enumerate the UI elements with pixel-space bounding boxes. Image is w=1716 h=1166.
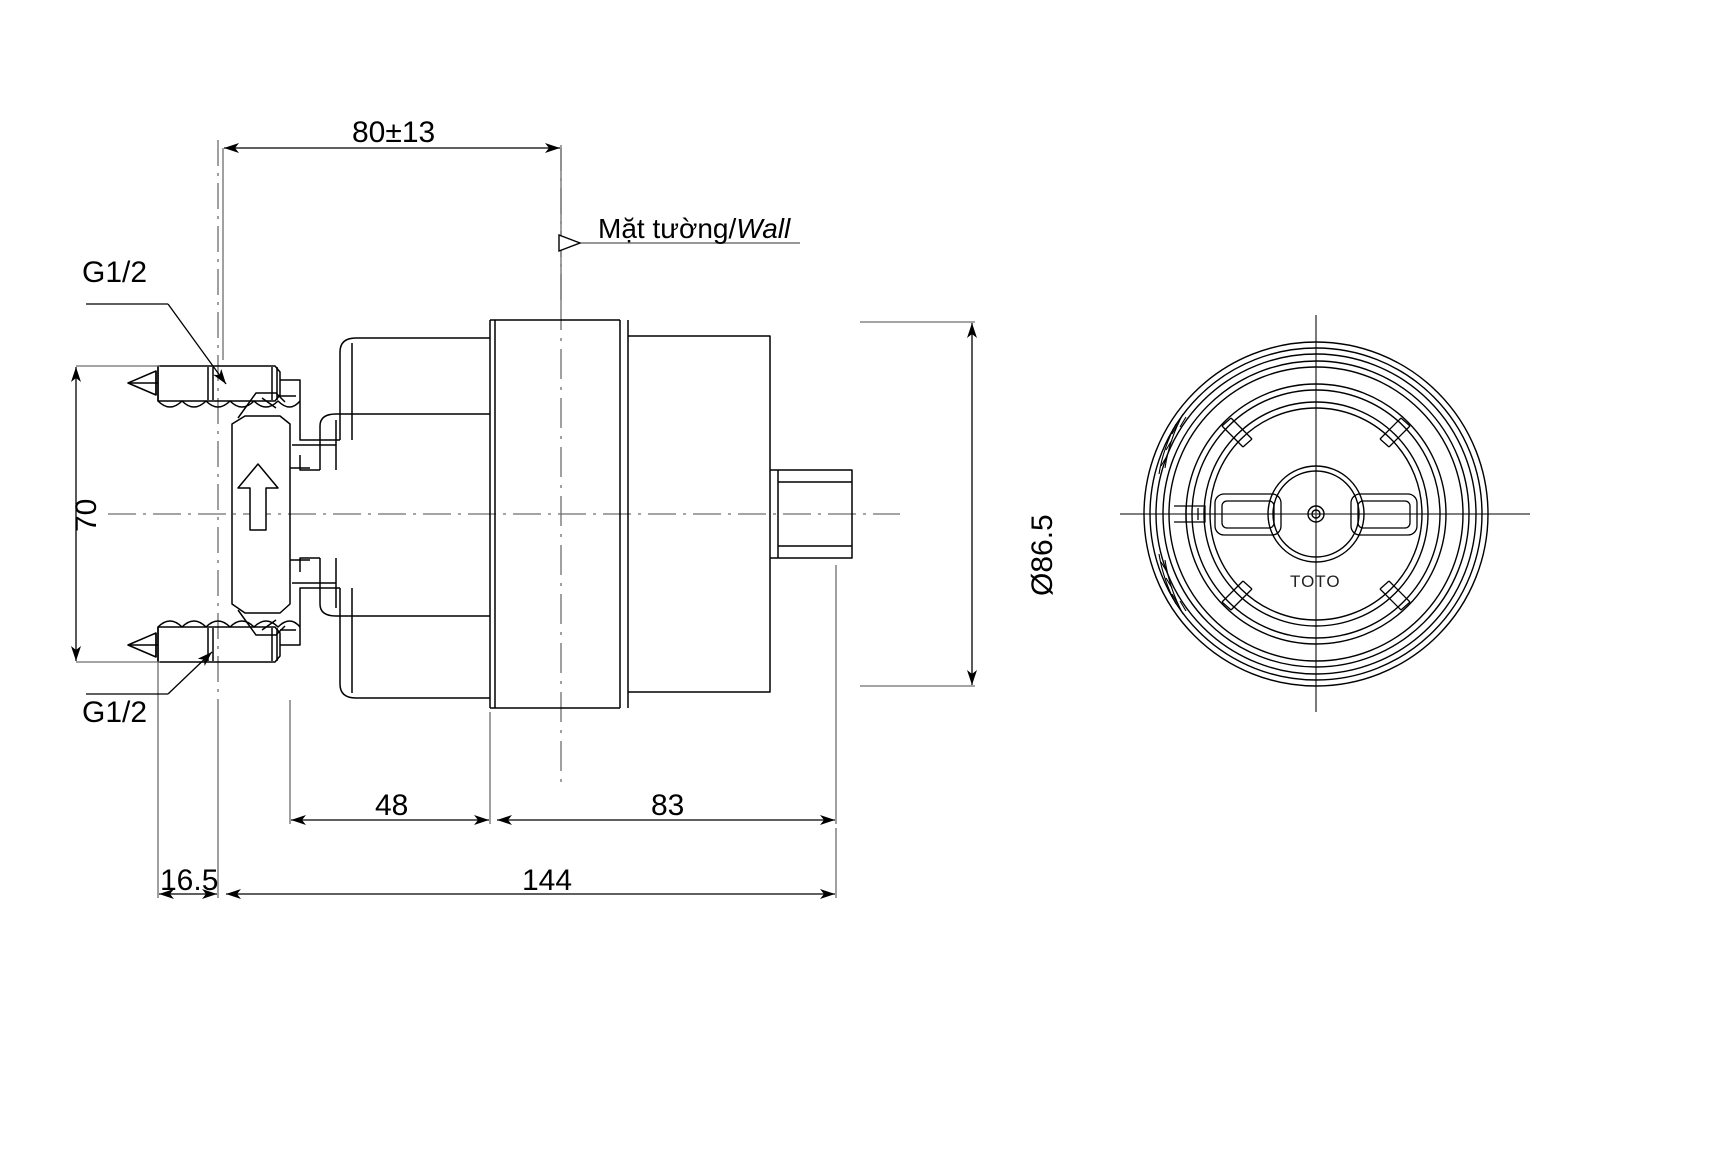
bottom-inlet-fitting: [127, 612, 301, 663]
wall-note: Mặt tường/Wall: [598, 215, 790, 243]
center-lines: [108, 140, 1530, 790]
valve-body-barrel: [292, 337, 490, 699]
dimension-48: 48: [375, 789, 409, 822]
rear-housing: [628, 335, 771, 693]
rear-spindle: [770, 469, 853, 559]
front-view-faceplate: [1143, 341, 1489, 687]
dimension-16-5: 16.5: [160, 864, 219, 897]
dimension-diameter-86-5: Ø86.5: [1026, 514, 1059, 596]
body-flange: [489, 319, 629, 709]
brand-logo-text: TOTO: [1290, 572, 1341, 591]
dimension-80-13: 80±13: [352, 116, 436, 149]
wall-note-en: Wall: [736, 213, 791, 244]
dimension-70: 70: [70, 498, 103, 532]
dimension-83: 83: [651, 789, 685, 822]
cartridge-housing: [231, 392, 310, 636]
dimension-144: 144: [522, 864, 573, 897]
dimension-lines: [71, 143, 977, 899]
wall-note-vi: Mặt tường/: [598, 213, 737, 244]
inlet-label-bottom: G1/2: [82, 696, 148, 729]
inlet-label-top: G1/2: [82, 256, 148, 289]
side-view-assembly: [127, 319, 853, 709]
top-inlet-fitting: [127, 365, 301, 418]
